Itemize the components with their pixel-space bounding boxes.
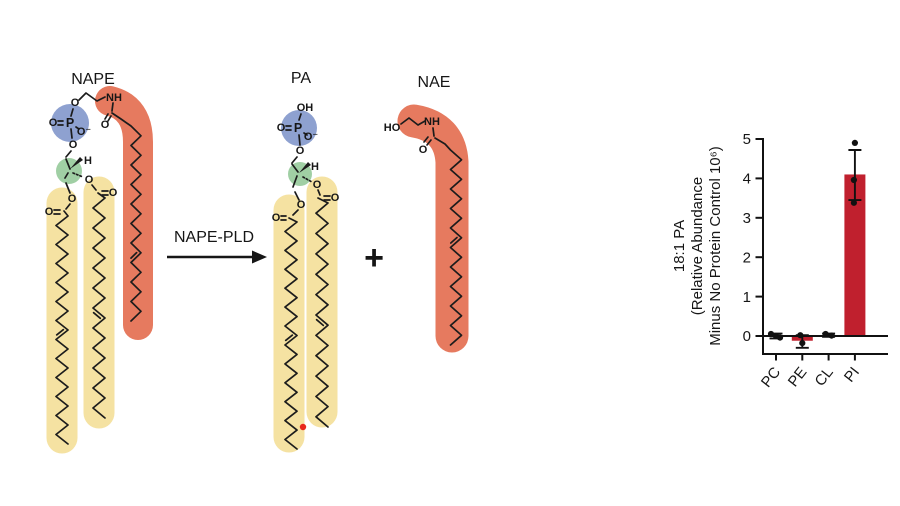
atom-label-O: O (277, 122, 286, 134)
axis-frame (762, 138, 888, 355)
acyl-chain-zigzag (92, 192, 106, 419)
acyl-chain-zigzag (111, 112, 142, 322)
atom-label-NH: NH (106, 92, 122, 104)
acyl-chain-zigzag (434, 137, 463, 346)
atom-label-P: P (294, 121, 302, 135)
double-bond-mark (130, 251, 138, 259)
data-point-PE (797, 332, 804, 339)
arrow-head (252, 250, 267, 264)
atom-label-O: O (68, 193, 77, 205)
x-tick-label-PE: PE (785, 364, 811, 390)
data-point-PI (850, 199, 858, 206)
pa-title: PA (291, 70, 311, 87)
y-axis-label-line2: (Relative Abundance (689, 177, 706, 315)
acyl-chain-zigzag (55, 210, 69, 445)
y-tick-label: 1 (743, 289, 751, 306)
atom-label-O: O (49, 117, 58, 129)
atom-label-P: P (66, 116, 74, 130)
data-point-PC (767, 330, 775, 338)
nae-acyl-chain (434, 137, 463, 346)
pa-stereo-wedge-bond (299, 162, 311, 173)
x-tick-label-PC: PC (758, 364, 784, 391)
pa-acyl-chains (284, 197, 329, 450)
atom-label-O: O (45, 206, 54, 218)
atom-label-H: H (311, 161, 319, 173)
atom-label-O⁻: O⁻ (304, 131, 319, 143)
bar-chart: 18:1 PA (Relative Abundance Minus No Pro… (671, 131, 888, 391)
nae-title: NAE (418, 74, 451, 91)
x-tick-label-PI: PI (841, 364, 863, 386)
pa-single-bonds (291, 113, 321, 216)
double-bond-mark (315, 318, 325, 327)
y-axis-label-line1: 18:1 PA (671, 220, 688, 272)
data-point-CL (822, 330, 829, 338)
atom-label-H: H (84, 155, 92, 167)
y-tick-label: 0 (743, 328, 751, 345)
atom-label-O: O (419, 144, 428, 156)
double-bond-mark (55, 328, 65, 336)
atom-label-O: O (296, 145, 305, 157)
data-point-PI (851, 139, 859, 146)
nae-structure: HO NH O NAE (384, 74, 469, 353)
enzyme-label: NAPE-PLD (174, 229, 254, 246)
nape-phosphate-highlight (51, 104, 89, 142)
atom-label-O: O (101, 119, 110, 131)
atom-label-O: O (331, 192, 340, 204)
nape-stereo-hash-bond (72, 172, 84, 178)
double-bond-mark (449, 236, 458, 244)
pa-double-bonds (280, 125, 331, 221)
double-bond-mark (284, 334, 294, 342)
nape-acyl-chains (55, 112, 142, 445)
nae-double-bonds (423, 136, 432, 146)
atom-label-O: O (297, 199, 306, 211)
nape-single-bonds (64, 92, 114, 210)
atom-label-OH: OH (297, 102, 314, 114)
atom-label-O: O (71, 97, 80, 109)
y-tick-label: 3 (743, 210, 751, 227)
plus-sign: + (364, 239, 384, 277)
atom-label-O: O (272, 212, 281, 224)
y-axis-label-line3: Minus No Protein Control 10⁶) (707, 146, 724, 346)
y-tick-label: 5 (743, 131, 751, 148)
nae-single-bonds (400, 117, 435, 137)
pa-stereo-hash-bond (302, 176, 313, 183)
bar-PI (844, 174, 866, 336)
nape-nacyl-chain-highlight (95, 86, 153, 340)
atom-label-O: O (109, 187, 118, 199)
data-point-PI (850, 176, 858, 184)
reaction-arrow: NAPE-PLD (167, 229, 267, 264)
atom-label-O: O (85, 174, 94, 186)
nae-atom-labels: HO NH O (384, 116, 440, 156)
data-point-CL (828, 332, 835, 339)
atom-label-O⁻: O⁻ (77, 126, 92, 138)
atom-label-HO: HO (384, 122, 401, 134)
pa-phosphate-highlight (281, 110, 317, 146)
pa-labeled-atom-dot (299, 423, 307, 431)
y-tick-label: 4 (743, 171, 751, 188)
atom-label-O: O (69, 139, 78, 151)
nape-stereo-wedge-bond (70, 157, 83, 169)
acyl-chain-zigzag (315, 197, 329, 428)
atom-label-O: O (313, 179, 322, 191)
double-bond-mark (92, 311, 102, 320)
y-tick-label: 2 (743, 249, 751, 266)
nape-title: NAPE (71, 71, 115, 88)
atom-label-NH: NH (424, 116, 440, 128)
data-point-PE (799, 340, 806, 347)
nape-double-bonds (53, 113, 112, 215)
acyl-chain-zigzag (284, 217, 298, 450)
x-tick-label-CL: CL (812, 364, 837, 390)
data-point-PC (776, 334, 784, 341)
